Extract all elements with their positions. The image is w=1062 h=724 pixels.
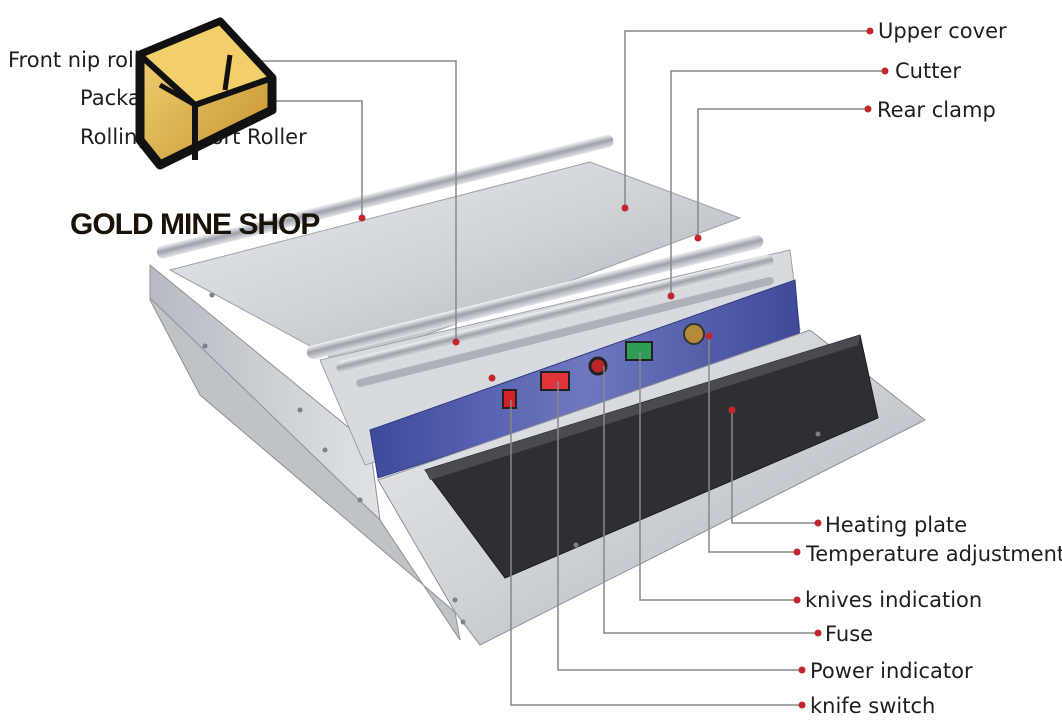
label-cutter: Cutter <box>895 59 961 83</box>
screws <box>202 292 821 625</box>
heating-plate-top <box>425 335 860 480</box>
screw <box>297 407 303 413</box>
marker-dot <box>864 105 872 113</box>
screw <box>322 447 328 453</box>
screw <box>202 343 208 349</box>
label-front-nip-roller: Front nip roller <box>8 48 162 72</box>
marker-dot <box>798 701 806 709</box>
leader-lines <box>188 30 885 706</box>
marker-dot <box>488 374 496 382</box>
marker-dot <box>358 214 366 222</box>
cutter-bar-shape <box>356 276 774 388</box>
screw <box>209 292 215 298</box>
label-temperature-adjustment: Temperature adjustment <box>806 542 1062 566</box>
marker-dot <box>667 292 675 300</box>
label-knife-switch: knife switch <box>810 694 936 718</box>
fuse-shape <box>588 356 608 376</box>
leader-fuse <box>603 366 818 634</box>
leader-packaging-film <box>268 100 363 218</box>
marker-dot <box>814 629 822 637</box>
shop-logo <box>135 17 277 170</box>
marker-dot <box>621 204 629 212</box>
label-rear-clamp: Rear clamp <box>877 98 996 122</box>
power-indicator-shape <box>540 371 570 391</box>
marker-dot <box>866 27 874 35</box>
front-nip-roller-shape <box>306 234 764 360</box>
rear-clamp-roller-shape <box>336 255 774 373</box>
screw <box>460 619 466 625</box>
marker-dot <box>793 596 801 604</box>
marker-dot <box>798 666 806 674</box>
marker-dot <box>793 548 801 556</box>
label-heating-plate: Heating plate <box>825 513 968 537</box>
leader-front-nip-roller <box>188 60 457 342</box>
gold-bars-icon <box>135 17 277 170</box>
marker-dot <box>694 234 702 242</box>
marker-dot <box>814 519 822 527</box>
label-upper-cover: Upper cover <box>878 19 1007 43</box>
leader-heating-plate <box>731 410 818 524</box>
marker-dot <box>728 406 736 414</box>
screw <box>357 497 363 503</box>
label-knives-indication: knives indication <box>805 588 983 612</box>
rollers <box>156 134 774 388</box>
leader-upper-cover <box>624 30 870 208</box>
knife-switch-shape <box>502 389 517 409</box>
leader-knives-indication <box>639 352 797 601</box>
leader-cutter <box>670 70 885 296</box>
marker-dot <box>705 332 713 340</box>
upper-cover-shape <box>168 161 742 366</box>
screw <box>815 431 821 437</box>
label-power-indicator: Power indicator <box>810 659 973 683</box>
screw <box>573 542 579 548</box>
label-fuse: Fuse <box>825 622 874 646</box>
knives-indication-shape <box>625 341 653 361</box>
panel-controls <box>502 323 705 409</box>
rolling-support-roller-shape <box>156 134 614 259</box>
marker-dot <box>881 67 889 75</box>
leader-knife-switch <box>510 400 802 706</box>
leader-temperature-adjustment <box>708 336 797 553</box>
leader-rear-clamp <box>697 108 868 238</box>
brand-name: GOLD MINE SHOP <box>70 208 320 241</box>
leader-power-indicator <box>557 381 802 671</box>
screw <box>452 597 458 603</box>
marker-dot <box>452 338 460 346</box>
temperature-knob-shape <box>683 323 705 345</box>
